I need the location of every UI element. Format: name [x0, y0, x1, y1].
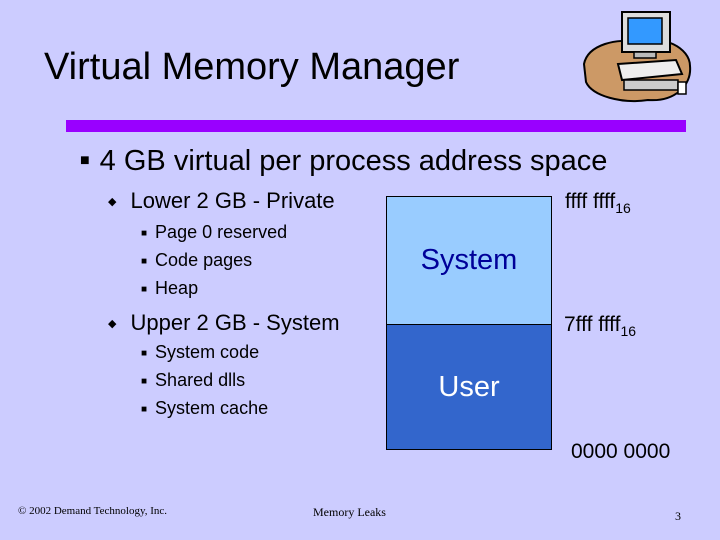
system-region-label: System [420, 244, 518, 276]
slide-title: Virtual Memory Manager [44, 46, 460, 88]
square-bullet-icon: ■ [141, 376, 148, 387]
top-address: ffff ffff16 [565, 190, 631, 216]
sub-bullet-system: ◆ Upper 2 GB - System [108, 310, 340, 336]
list-item: ■ Page 0 reserved [141, 222, 287, 243]
diamond-bullet-icon: ◆ [108, 318, 117, 330]
square-bullet-icon: ■ [141, 228, 148, 239]
bottom-address: 0000 0000 [571, 440, 671, 463]
desktop-computer-icon [582, 11, 692, 102]
list-item-text: Code pages [155, 250, 253, 270]
top-address-text: ffff ffff [565, 190, 616, 213]
list-item: ■ System code [141, 342, 259, 363]
list-item: ■ Code pages [141, 250, 252, 271]
top-address-base: 16 [615, 200, 631, 217]
list-item-text: Page 0 reserved [155, 222, 288, 242]
square-bullet-icon: ■ [141, 284, 148, 295]
footer-copyright: © 2002 Demand Technology, Inc. [18, 505, 168, 517]
sub-bullet-private: ◆ Lower 2 GB - Private [108, 188, 335, 214]
page-number: 3 [675, 509, 681, 523]
list-item-text: Heap [155, 278, 199, 298]
square-bullet-icon: ■ [141, 256, 148, 267]
list-item: ■ System cache [141, 398, 268, 419]
list-item-text: System code [155, 342, 260, 362]
mid-address: 7fff ffff16 [564, 313, 636, 339]
list-item-text: System cache [155, 398, 269, 418]
list-item: ■ Heap [141, 278, 198, 299]
square-bullet-icon: ■ [80, 152, 90, 169]
main-bullet: ■ 4 GB virtual per process address space [80, 145, 607, 178]
main-bullet-text: 4 GB virtual per process address space [99, 145, 608, 177]
list-item: ■ Shared dlls [141, 370, 245, 391]
mid-address-base: 16 [620, 323, 637, 340]
square-bullet-icon: ■ [141, 348, 148, 359]
mid-address-text: 7fff ffff [564, 313, 621, 336]
user-region-label: User [438, 370, 500, 403]
sub-bullet-system-text: Upper 2 GB - System [130, 310, 340, 335]
square-bullet-icon: ■ [141, 404, 148, 415]
sub-bullet-private-text: Lower 2 GB - Private [130, 188, 335, 213]
user-region: User [386, 325, 552, 450]
diamond-bullet-icon: ◆ [108, 196, 117, 208]
title-rule [66, 120, 686, 132]
list-item-text: Shared dlls [155, 370, 246, 390]
footer-title: Memory Leaks [313, 505, 386, 519]
system-region: System [386, 196, 552, 325]
